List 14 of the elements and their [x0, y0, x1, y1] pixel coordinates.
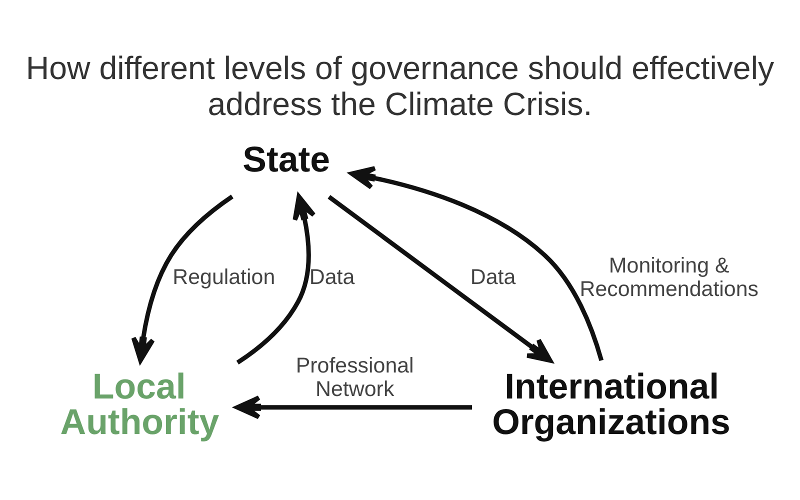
diagram-title: How different levels of governance should effectively address the Climate Crisis. [26, 50, 774, 122]
node-text: International Organizations [492, 366, 730, 442]
node-text: Local Authority [60, 366, 220, 442]
edge-label: Regulation [172, 265, 276, 290]
arrow [131, 194, 234, 363]
arrow [350, 166, 604, 362]
arrow [236, 194, 316, 364]
node-text: State [242, 139, 330, 180]
edge-label: Professional Network [296, 354, 414, 401]
edge-label: Data [309, 265, 355, 290]
edge-label: Monitoring & Recommendations [580, 254, 758, 301]
arrow [328, 194, 552, 363]
arrow [235, 395, 472, 420]
edge-label: Data [470, 265, 516, 290]
